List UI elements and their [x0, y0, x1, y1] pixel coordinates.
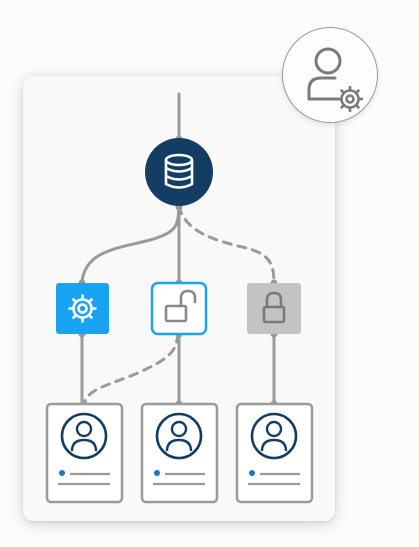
edge-database-locked	[177, 204, 276, 285]
user-icon	[60, 412, 108, 460]
user-icon	[155, 412, 203, 460]
user-card-2	[140, 402, 219, 504]
gear-icon	[68, 294, 97, 323]
user-bullet	[59, 470, 65, 476]
unlock-icon	[164, 289, 197, 323]
user-card-1	[45, 402, 124, 504]
edge-database-settings	[80, 204, 181, 284]
database-icon	[164, 153, 194, 189]
locked-node	[247, 283, 301, 334]
edge-unlocked-user1	[82, 332, 180, 406]
lock-icon	[262, 291, 286, 324]
user-settings-badge	[282, 27, 378, 123]
unlocked-node	[150, 281, 208, 336]
user-bullet	[249, 470, 255, 476]
user-gear-icon	[307, 47, 363, 112]
settings-node	[56, 283, 109, 334]
user-card-3	[235, 402, 314, 504]
user-icon	[250, 412, 298, 460]
user-bullet	[154, 470, 160, 476]
database-node	[145, 138, 213, 206]
